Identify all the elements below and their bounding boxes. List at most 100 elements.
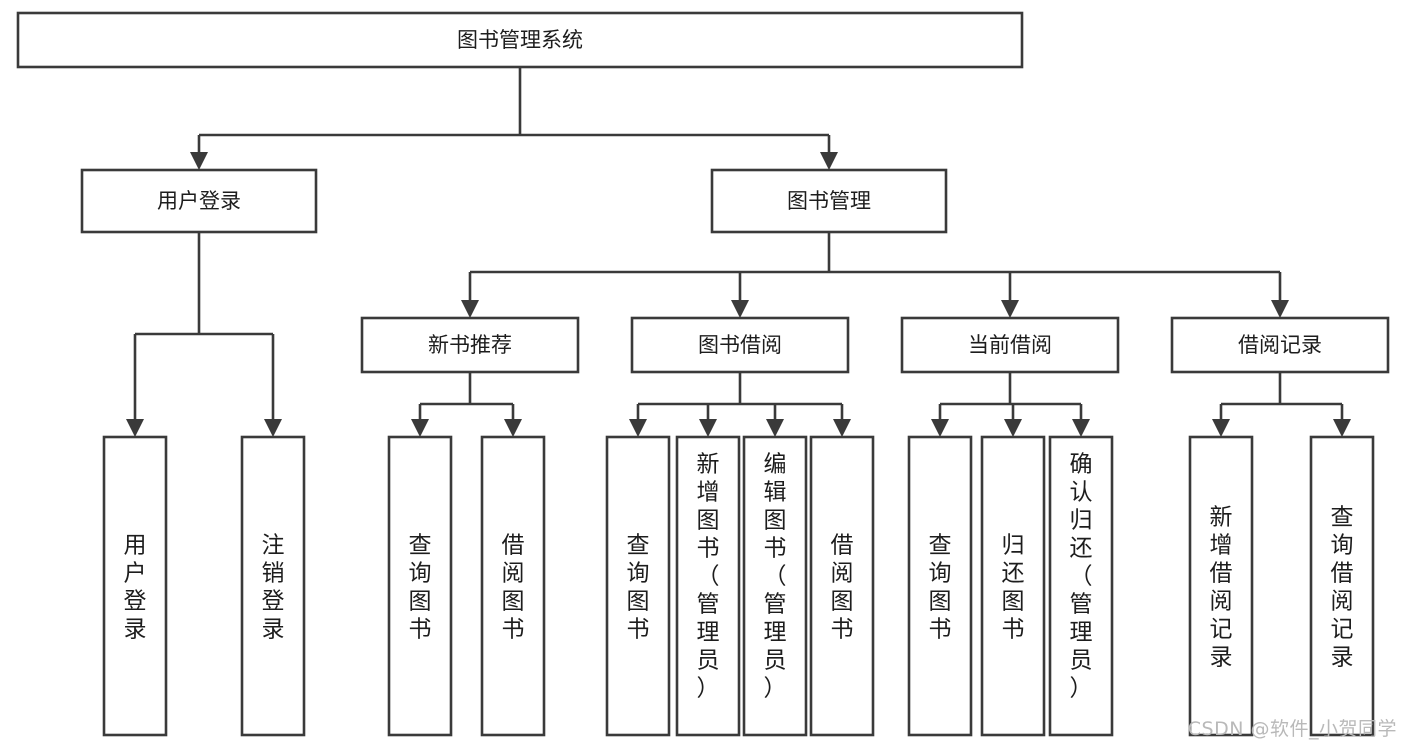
node-leaf-4-label-char: 图 [627, 588, 650, 614]
node-leaf-11-label-char: 增 [1210, 532, 1233, 558]
node-leaf-5-label-char: 理 [697, 619, 720, 645]
node-leaf-7-rect [809, 435, 875, 737]
node-leaf-6-label-char: ） [764, 675, 787, 701]
node-leaf-3-label-char: 书 [502, 616, 525, 642]
node-leaf-10-label-char: 还 [1070, 535, 1093, 561]
node-leaf-10-label-char: ） [1070, 675, 1093, 701]
node-leaf-2-label-char: 书 [409, 616, 432, 642]
node-leaf-0[interactable]: 用户登录 [102, 435, 168, 737]
node-leaf-8-label-char: 书 [929, 616, 952, 642]
node-l3-0[interactable]: 新书推荐 [360, 316, 580, 374]
node-leaf-3-label-char: 阅 [502, 560, 525, 586]
node-root-system-rect [16, 11, 1024, 69]
arrow-head-icon [833, 419, 851, 437]
arrow-head-icon [190, 152, 208, 170]
node-leaf-10-label-char: 员 [1070, 647, 1093, 673]
arrow-head-icon [1004, 419, 1022, 437]
node-leaf-5-label-char: 新 [697, 451, 720, 477]
node-leaf-4-rect [605, 435, 671, 737]
node-l3-3[interactable]: 借阅记录 [1170, 316, 1390, 374]
node-leaf-9-label-char: 归 [1002, 532, 1025, 558]
node-leaf-11-label-char: 新 [1210, 504, 1233, 530]
node-leaf-10-label-char: 确 [1070, 451, 1093, 477]
node-leaf-3-rect [480, 435, 546, 737]
node-l2-1[interactable]: 图书管理 [710, 168, 948, 234]
node-l3-2-label: 当前借阅 [968, 333, 1052, 357]
node-leaf-11-rect [1188, 435, 1254, 737]
arrow-head-icon [931, 419, 949, 437]
node-l3-2[interactable]: 当前借阅 [900, 316, 1120, 374]
arrow-head-icon [731, 300, 749, 318]
node-leaf-6-label-char: 员 [764, 647, 787, 673]
node-leaf-1-rect [240, 435, 306, 737]
node-leaf-9-rect [980, 435, 1046, 737]
node-leaf-5-label-char: 管 [697, 591, 720, 617]
node-leaf-6-label-char: 编 [764, 451, 787, 477]
node-leaf-12-label-char: 记 [1331, 616, 1354, 642]
node-leaf-5-label-char: 员 [697, 647, 720, 673]
node-leaf-2-rect [387, 435, 453, 737]
node-leaf-6-rect [742, 435, 808, 737]
node-leaf-3-label-char: 借 [502, 532, 525, 558]
node-root-system[interactable]: 图书管理系统 [16, 11, 1024, 69]
node-leaf-9-label-char: 还 [1002, 560, 1025, 586]
node-leaf-0-label-char: 录 [124, 616, 147, 642]
arrow-head-icon [264, 419, 282, 437]
arrow-head-icon [766, 419, 784, 437]
node-l2-0-label: 用户登录 [157, 189, 241, 213]
node-leaf-1-label-char: 登 [262, 588, 285, 614]
arrow-head-icon [1271, 300, 1289, 318]
node-leaf-0-label-char: 登 [124, 588, 147, 614]
node-leaf-6-label-char: 理 [764, 619, 787, 645]
connectors-layer [126, 67, 1351, 437]
node-leaf-7-label-char: 图 [831, 588, 854, 614]
node-leaf-8-label-char: 询 [929, 560, 952, 586]
node-l2-1-rect [710, 168, 948, 234]
node-leaf-4-label-char: 询 [627, 560, 650, 586]
node-leaf-11-label-char: 阅 [1210, 588, 1233, 614]
node-l3-1[interactable]: 图书借阅 [630, 316, 850, 374]
node-leaf-12-label-char: 询 [1331, 532, 1354, 558]
node-leaf-5-label-char: （ [697, 563, 720, 589]
node-l3-1-rect [630, 316, 850, 374]
node-leaf-0-label-char: 户 [124, 560, 147, 586]
node-l3-0-rect [360, 316, 580, 374]
node-leaf-5-label-char: ） [697, 675, 720, 701]
node-l2-0[interactable]: 用户登录 [80, 168, 318, 234]
node-leaf-10-rect [1048, 435, 1114, 737]
arrow-head-icon [1333, 419, 1351, 437]
node-leaf-2-label-char: 询 [409, 560, 432, 586]
node-leaf-4-label-char: 书 [627, 616, 650, 642]
nodes-layer: 图书管理系统用户登录图书管理新书推荐图书借阅当前借阅借阅记录用户登录注销登录查询… [16, 11, 1390, 737]
arrow-head-icon [411, 419, 429, 437]
node-leaf-11-label-char: 记 [1210, 616, 1233, 642]
node-l2-1-label: 图书管理 [787, 189, 871, 213]
node-leaf-3-label-char: 图 [502, 588, 525, 614]
node-leaf-0-rect [102, 435, 168, 737]
node-leaf-12-label-char: 阅 [1331, 588, 1354, 614]
node-leaf-5-label-char: 图 [697, 507, 720, 533]
node-leaf-10-label-char: 理 [1070, 619, 1093, 645]
node-leaf-6-label-char: 书 [764, 535, 787, 561]
node-l3-3-label: 借阅记录 [1238, 333, 1322, 357]
node-leaf-6-label-char: 辑 [764, 479, 787, 505]
node-leaf-5-label-char: 书 [697, 535, 720, 561]
arrow-head-icon [699, 419, 717, 437]
arrow-head-icon [1212, 419, 1230, 437]
arrow-head-icon [504, 419, 522, 437]
node-leaf-8-label-char: 图 [929, 588, 952, 614]
arrow-head-icon [1072, 419, 1090, 437]
